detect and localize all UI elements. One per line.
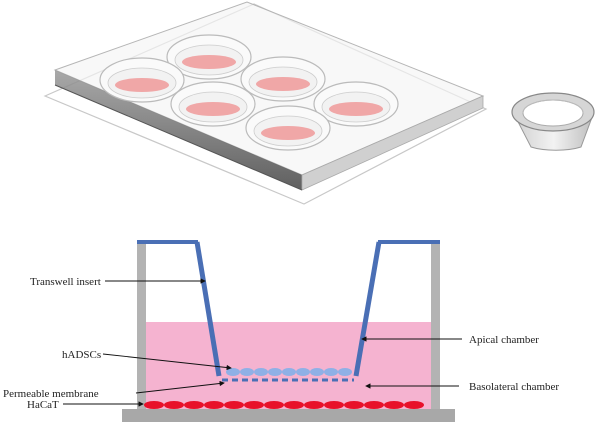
plate-well (240, 56, 326, 102)
plate-well (99, 57, 185, 103)
hacat-cell-layer (144, 401, 424, 409)
cross-section: Transwell insert hADSCs Permeable membra… (3, 240, 559, 422)
leader-arrows (63, 278, 462, 407)
culture-medium (145, 322, 432, 410)
label-hadscs: hADSCs (62, 349, 101, 361)
label-basolateral-chamber: Basolateral chamber (469, 381, 559, 393)
transwell-insert-icon (511, 92, 595, 151)
well-bottom (122, 409, 455, 422)
well-wall-left (137, 242, 146, 410)
label-transwell-insert: Transwell insert (30, 276, 101, 288)
label-hacat: HaCaT (27, 399, 59, 411)
plate-well (313, 81, 399, 127)
plate-well (170, 81, 256, 127)
plate-well (166, 34, 252, 80)
transwell-insert (137, 240, 440, 377)
arrow-permeable-membrane (135, 380, 225, 394)
label-apical-chamber: Apical chamber (469, 334, 539, 346)
arrow-hadscs (102, 353, 232, 371)
plate-well (245, 105, 331, 151)
well-wall-right (431, 242, 440, 410)
six-well-plate-icon (43, 1, 488, 205)
label-permeable-membrane: Permeable membrane (3, 388, 99, 400)
hadsc-cell-layer (226, 368, 352, 376)
